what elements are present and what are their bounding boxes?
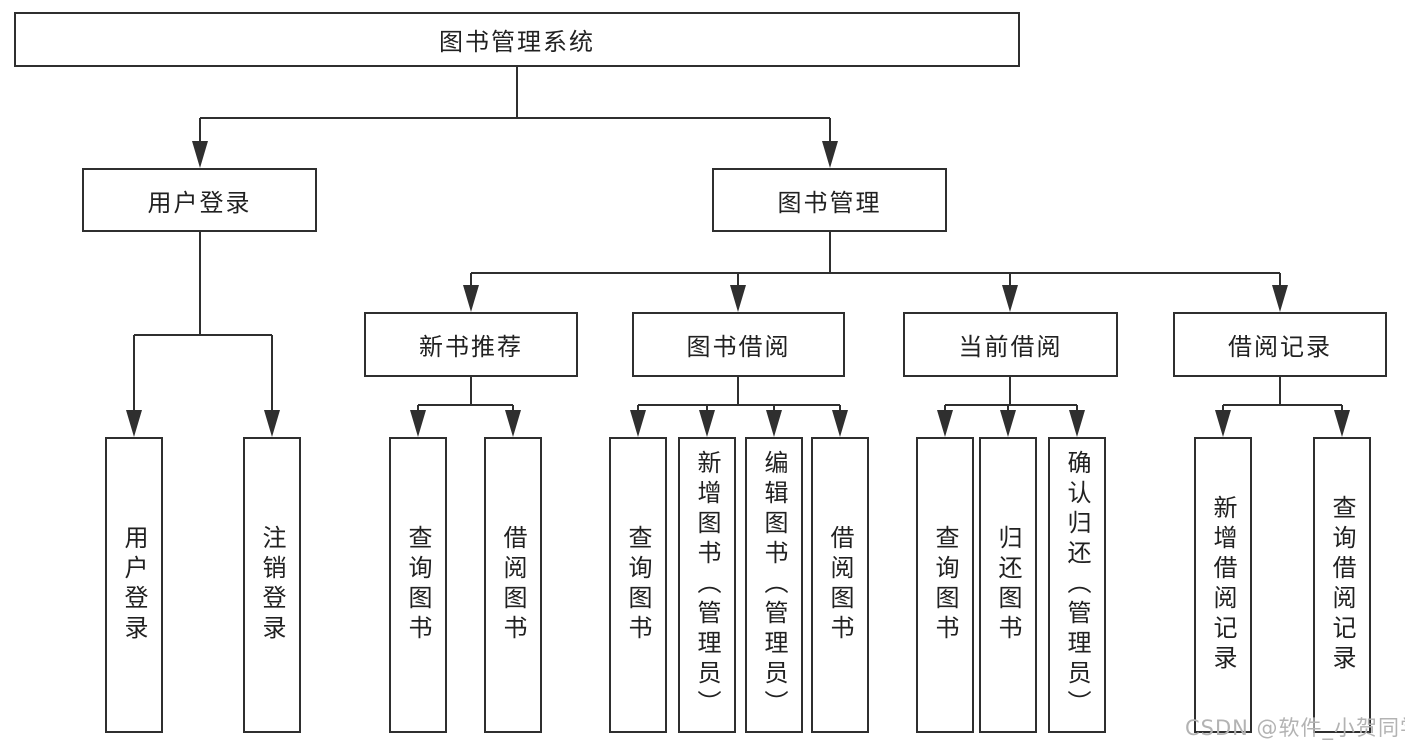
node-label: 新书推荐: [419, 333, 523, 361]
node-user-login: 用户登录: [82, 168, 317, 232]
leaf-edit-books-admin: 编辑图书（管理员）: [745, 437, 803, 733]
node-current-borrowing: 当前借阅: [903, 312, 1118, 377]
node-label: 查询借阅记录: [1328, 495, 1356, 675]
leaf-query-borrow-record: 查询借阅记录: [1313, 437, 1371, 733]
node-label: 图书管理系统: [439, 28, 595, 56]
node-label: 当前借阅: [958, 333, 1063, 361]
csdn-watermark: CSDN @软件_小贺同学: [1185, 716, 1405, 740]
leaf-user-login: 用户登录: [105, 437, 163, 733]
leaf-query-books-borrow: 查询图书: [609, 437, 667, 733]
leaf-query-books-current: 查询图书: [916, 437, 974, 733]
leaf-query-books-recommend: 查询图书: [389, 437, 447, 733]
node-label: 借阅图书: [826, 525, 854, 645]
node-label: 借阅记录: [1228, 333, 1332, 361]
leaf-add-books-admin: 新增图书（管理员）: [678, 437, 736, 733]
node-book-management: 图书管理: [712, 168, 947, 232]
node-label: 借阅图书: [499, 525, 527, 645]
leaf-add-borrow-record: 新增借阅记录: [1194, 437, 1252, 733]
arrow-down-icons: [126, 141, 1350, 437]
node-label: 查询图书: [931, 525, 959, 645]
node-label: 查询图书: [404, 525, 432, 645]
node-label: 图书管理: [777, 188, 882, 217]
node-label: 编辑图书（管理员）: [760, 450, 788, 720]
leaf-borrow-books-recommend: 借阅图书: [484, 437, 542, 733]
node-label: 确认归还（管理员）: [1063, 450, 1091, 720]
leaf-return-books: 归还图书: [979, 437, 1037, 733]
leaf-logout: 注销登录: [243, 437, 301, 733]
node-book-borrowing: 图书借阅: [632, 312, 845, 377]
node-label: 用户登录: [120, 525, 148, 645]
node-library-management-system: 图书管理系统: [14, 12, 1020, 67]
leaf-confirm-return-admin: 确认归还（管理员）: [1048, 437, 1106, 733]
node-label: 注销登录: [258, 525, 286, 645]
node-borrowing-records: 借阅记录: [1173, 312, 1387, 377]
node-label: 新增借阅记录: [1209, 495, 1237, 675]
node-label: 图书借阅: [686, 333, 791, 361]
node-label: 归还图书: [994, 525, 1022, 645]
leaf-borrow-books: 借阅图书: [811, 437, 869, 733]
node-label: 查询图书: [624, 525, 652, 645]
node-new-book-recommendation: 新书推荐: [364, 312, 578, 377]
node-label: 用户登录: [147, 188, 252, 217]
node-label: 新增图书（管理员）: [693, 450, 721, 720]
